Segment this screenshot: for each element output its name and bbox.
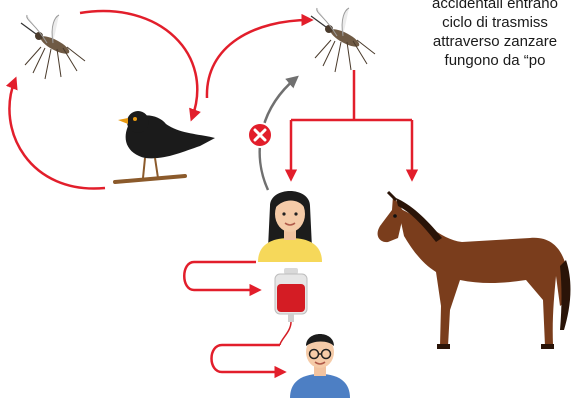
woman-avatar-icon <box>258 191 322 262</box>
arrow-woman-to-bloodbag <box>184 262 258 290</box>
man-with-glasses-avatar-icon <box>290 334 350 398</box>
arrow-bloodbag-to-man <box>212 345 284 372</box>
blood-bag-icon <box>275 268 307 345</box>
blackbird-icon <box>115 111 215 182</box>
arrow-mosquito-to-hosts <box>291 70 412 178</box>
arrow-bird-to-mosquito <box>9 80 105 189</box>
mosquito-icon <box>311 8 375 72</box>
mosquito-icon <box>21 15 85 79</box>
blocked-x-icon <box>248 123 272 147</box>
horse-icon <box>378 192 571 349</box>
arrow-mosquito-to-bird <box>80 11 197 118</box>
arrow-bird-to-right-mosquito <box>207 20 310 98</box>
